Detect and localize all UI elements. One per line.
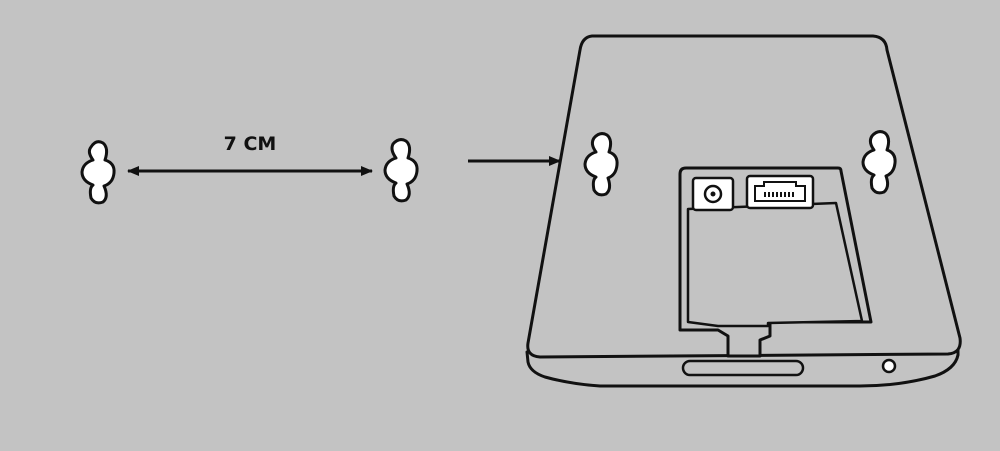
keyhole-left	[80, 140, 116, 205]
keyhole-right	[383, 138, 419, 203]
device-keyhole-left	[583, 132, 619, 197]
dc-jack-pin	[710, 191, 716, 197]
device-keyhole-right	[861, 130, 897, 195]
ethernet-pins	[764, 192, 794, 197]
port-cover-panel	[686, 201, 864, 328]
device-bottom-slot	[681, 359, 805, 377]
ethernet-port-socket	[754, 181, 806, 202]
device-screw-hole	[881, 358, 897, 374]
dimension-label: 7 CM	[224, 133, 277, 155]
port-bay	[678, 166, 873, 358]
